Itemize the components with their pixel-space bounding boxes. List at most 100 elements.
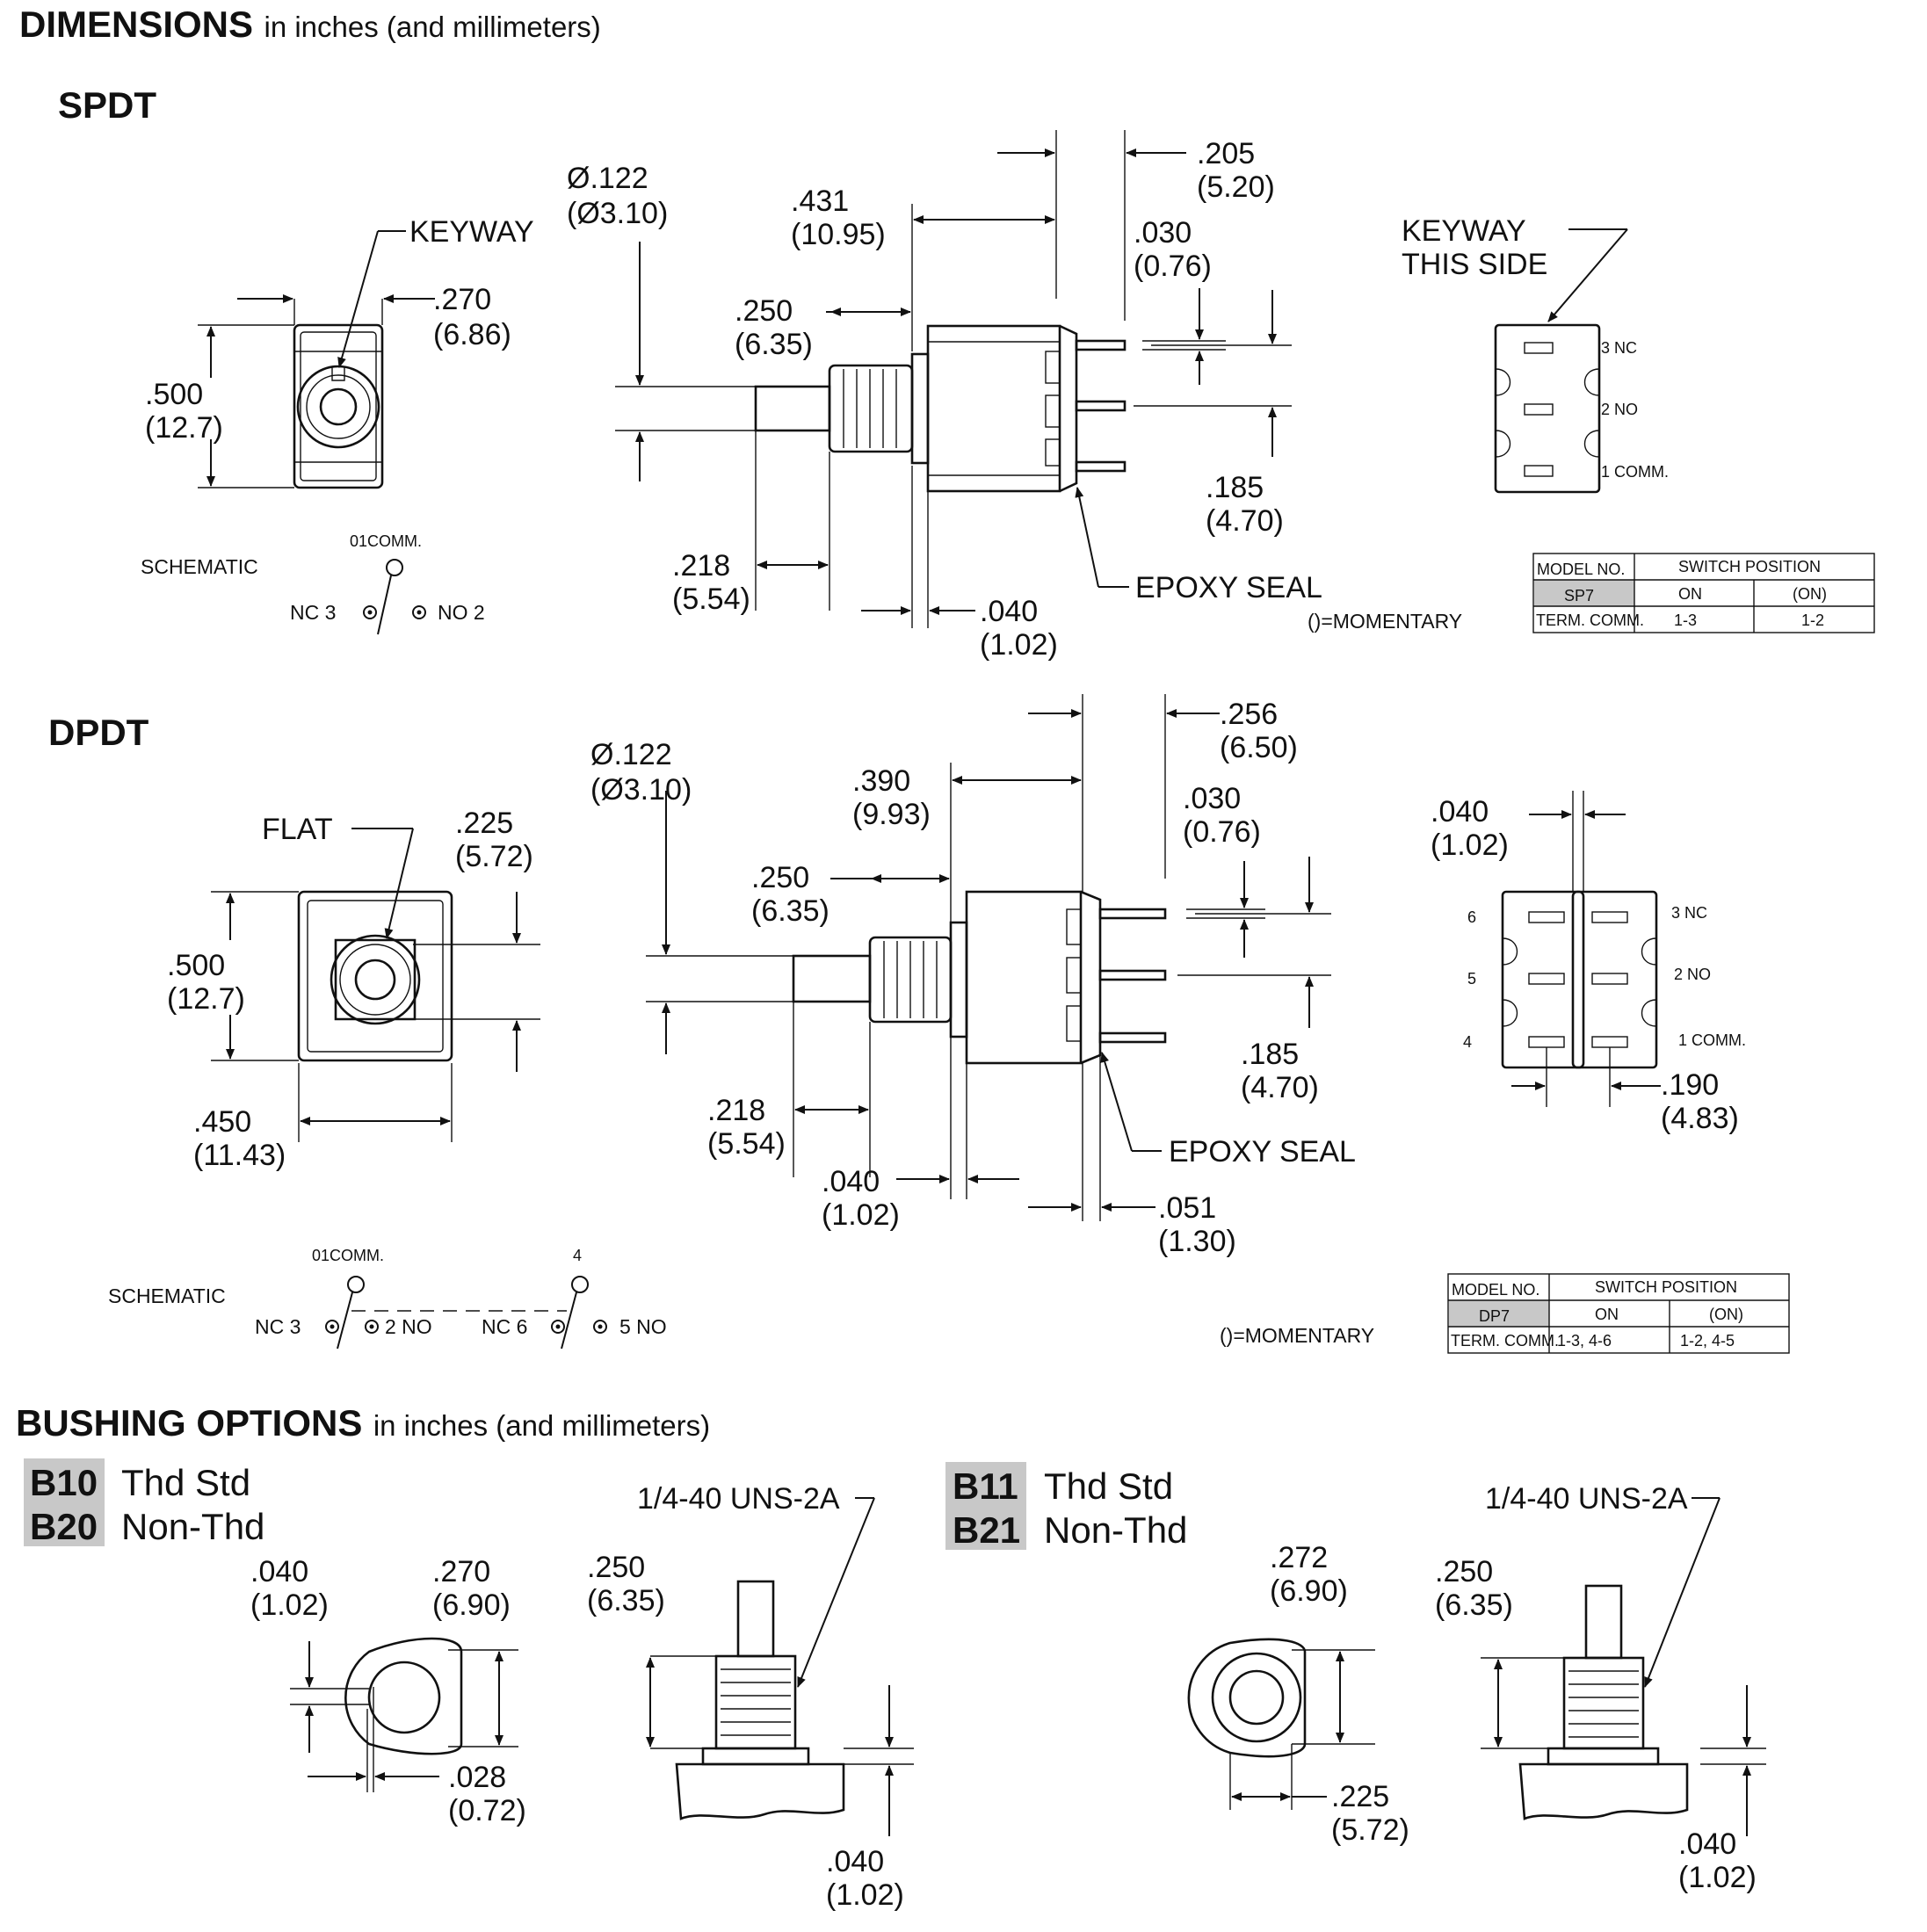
dpdt-rear-pin-2: 2 NO (1674, 966, 1711, 983)
dpdt-schematic-no2: 2 NO (385, 1315, 432, 1338)
bushing-right-desc1: Thd Std (1044, 1465, 1173, 1507)
svg-text:BUSHING OPTIONS in inches (and: BUSHING OPTIONS in inches (and millimete… (16, 1402, 710, 1444)
dpdt-rear-040-mm: (1.02) (1431, 829, 1509, 862)
dpdt-table-model: DP7 (1479, 1307, 1510, 1325)
dpdt-rear-040-in: .040 (1431, 795, 1489, 829)
dpdt-side-250-mm: (6.35) (751, 894, 829, 928)
spdt-front-height-mm: (12.7) (145, 411, 223, 445)
bushing-subtitle: in inches (and millimeters) (373, 1409, 710, 1442)
spdt-side-185-in: .185 (1206, 471, 1264, 504)
dpdt-table-on: ON (1595, 1306, 1619, 1323)
bushing-left-270-mm: (6.90) (432, 1588, 511, 1622)
spdt-switch-table: MODEL NO. SWITCH POSITION SP7 ON (ON) TE… (1532, 553, 1875, 633)
bushing-left-thread: 1/4-40 UNS-2A (637, 1482, 840, 1516)
spdt-side-205-in: .205 (1197, 137, 1255, 170)
spdt-rear-pin-3: 3 NC (1601, 339, 1637, 357)
dpdt-side-250-in: .250 (751, 861, 809, 894)
svg-text:DIMENSIONS in inches (and mill: DIMENSIONS in inches (and millimeters) (19, 4, 601, 45)
spdt-rear-keyway-2: THIS SIDE (1402, 248, 1547, 281)
spdt-momentary-note: ()=MOMENTARY (1308, 610, 1462, 633)
spdt-side-040-in: .040 (980, 595, 1038, 628)
bushing-title: BUSHING OPTIONS (16, 1402, 362, 1444)
dpdt-rear-view: .040 (1.02) .190 (4.83) 6 5 4 3 NC 2 NO … (1431, 791, 1746, 1135)
bushing-left-040-in: .040 (250, 1555, 308, 1588)
bushing-right-040-in: .040 (1678, 1827, 1736, 1861)
spdt-front-height-in: .500 (145, 378, 203, 411)
dpdt-section: DPDT .225 (5.72) .500 (12.7) (48, 694, 1790, 1354)
spdt-rear-pin-2: 2 NO (1601, 401, 1638, 418)
spdt-title: SPDT (58, 84, 156, 126)
page-title: DIMENSIONS (19, 4, 253, 45)
dpdt-switch-table: MODEL NO. SWITCH POSITION DP7 ON (ON) TE… (1447, 1273, 1790, 1354)
dpdt-side-218-in: .218 (707, 1094, 765, 1127)
dpdt-side-051-in: .051 (1158, 1191, 1216, 1225)
dpdt-front-225-mm: (5.72) (455, 840, 533, 873)
dpdt-side-256-in: .256 (1220, 698, 1278, 731)
dpdt-schematic-comm: 01COMM. (312, 1247, 384, 1264)
bushing-right-code2: B21 (953, 1509, 1020, 1551)
spdt-table-row-label: TERM. COMM. (1536, 611, 1644, 629)
bushing-left-040b-in: .040 (826, 1845, 884, 1878)
spdt-table-col2: SWITCH POSITION (1678, 558, 1821, 575)
dpdt-side-390-in: .390 (852, 764, 910, 798)
bushing-left-250-mm: (6.35) (587, 1584, 665, 1617)
spdt-epoxy-label: EPOXY SEAL (1135, 571, 1322, 604)
spdt-table-on: ON (1678, 585, 1702, 603)
dpdt-momentary-note: ()=MOMENTARY (1220, 1324, 1374, 1347)
spdt-side-431-in: .431 (791, 185, 849, 218)
bushing-left-250-in: .250 (587, 1551, 645, 1584)
dpdt-table-mom-val: 1-2, 4-5 (1680, 1332, 1735, 1350)
bushing-right-272-in: .272 (1270, 1541, 1328, 1574)
spdt-side-205-mm: (5.20) (1197, 170, 1275, 204)
dpdt-rear-190-in: .190 (1661, 1068, 1719, 1102)
page-subtitle: in inches (and millimeters) (264, 11, 600, 43)
spdt-keyway-label: KEYWAY (409, 215, 534, 249)
bushing-right-option: B11 B21 Thd Std Non-Thd .272 (6.90) .225… (945, 1462, 1766, 1894)
spdt-side-view: Ø.122 (Ø3.10) .431 (10.95) .205 (5.20) .… (567, 130, 1322, 662)
dpdt-front-width-in: .450 (193, 1105, 251, 1139)
spdt-schematic-nc: NC 3 (290, 601, 336, 624)
dpdt-table-row-label: TERM. COMM. (1451, 1332, 1559, 1350)
dpdt-epoxy-label: EPOXY SEAL (1169, 1135, 1356, 1169)
dpdt-table-col1: MODEL NO. (1452, 1281, 1539, 1299)
dpdt-title: DPDT (48, 712, 149, 753)
bushing-right-250-in: .250 (1435, 1555, 1493, 1588)
spdt-front-width-mm: (6.86) (433, 318, 511, 351)
spdt-side-218-mm: (5.54) (672, 582, 750, 616)
dpdt-side-185-mm: (4.70) (1241, 1071, 1319, 1104)
dpdt-front-view: .225 (5.72) .500 (12.7) .450 (11.43) FLA… (167, 807, 540, 1172)
bushing-right-225-mm: (5.72) (1331, 1813, 1409, 1847)
spdt-side-250-mm: (6.35) (735, 328, 813, 361)
spdt-side-030-mm: (0.76) (1134, 250, 1212, 283)
dpdt-side-256-mm: (6.50) (1220, 731, 1298, 764)
dpdt-schematic-comm2: 4 (573, 1247, 582, 1264)
dpdt-side-390-mm: (9.93) (852, 798, 931, 831)
dpdt-side-view: Ø.122 (Ø3.10) .390 (9.93) .256 (6.50) .0… (590, 694, 1356, 1258)
dpdt-table-on-val: 1-3, 4-6 (1557, 1332, 1612, 1350)
spdt-side-431-mm: (10.95) (791, 218, 886, 251)
spdt-side-040-mm: (1.02) (980, 628, 1058, 662)
dpdt-rear-pin-5: 5 (1467, 970, 1476, 988)
spdt-side-218-in: .218 (672, 549, 730, 582)
bushing-right-040-mm: (1.02) (1678, 1861, 1757, 1894)
spdt-front-view: .270 (6.86) .500 (12.7) KEYWAY (145, 215, 534, 489)
dpdt-side-dia-in: Ø.122 (590, 738, 672, 771)
bushing-right-desc2: Non-Thd (1044, 1509, 1187, 1551)
bushing-right-272-mm: (6.90) (1270, 1574, 1348, 1608)
dpdt-rear-190-mm: (4.83) (1661, 1102, 1739, 1135)
bushing-left-040-mm: (1.02) (250, 1588, 329, 1622)
dpdt-side-dia-mm: (Ø3.10) (590, 773, 692, 807)
spdt-table-col1: MODEL NO. (1537, 561, 1625, 578)
spdt-rear-view: KEYWAY THIS SIDE 3 NC 2 NO 1 COMM. (1402, 214, 1669, 494)
spdt-side-dia-mm: (Ø3.10) (567, 197, 668, 230)
spdt-section: SPDT .270 (6.86) .500 (12.7) (58, 84, 1875, 662)
spdt-rear-keyway-1: KEYWAY (1402, 214, 1526, 248)
dpdt-front-225-in: .225 (455, 807, 513, 840)
dpdt-flat-label: FLAT (262, 813, 333, 846)
dpdt-rear-pin-1: 1 COMM. (1678, 1031, 1746, 1049)
bushing-right-225-in: .225 (1331, 1780, 1389, 1813)
dpdt-side-185-in: .185 (1241, 1038, 1299, 1071)
dpdt-schematic: SCHEMATIC 01COMM. 4 NC 3 2 NO NC 6 5 NO (108, 1247, 667, 1350)
dpdt-side-218-mm: (5.54) (707, 1127, 786, 1161)
